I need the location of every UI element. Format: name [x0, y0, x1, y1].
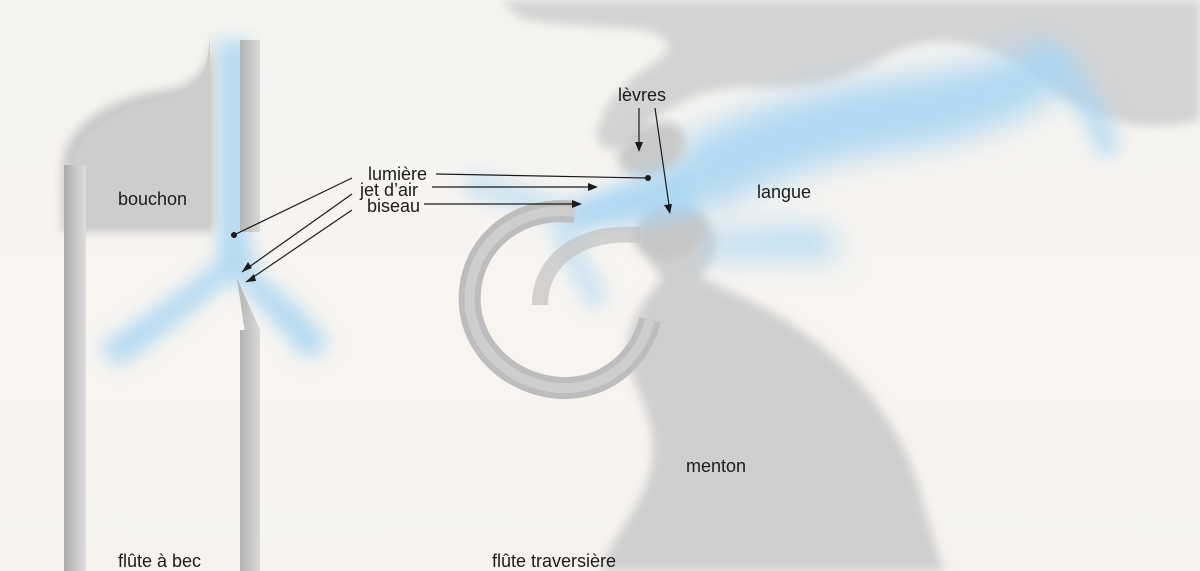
- caption-flute-a-bec: flûte à bec: [118, 552, 201, 570]
- caption-flute-traversiere: flûte traversière: [492, 552, 616, 570]
- recorder-wall-upper-right: [240, 40, 260, 232]
- recorder-lumiere-dot: [231, 232, 237, 238]
- recorder-tube-wall-left: [64, 165, 86, 571]
- label-menton: menton: [686, 457, 746, 475]
- label-bouchon: bouchon: [118, 190, 187, 208]
- label-langue: langue: [757, 183, 811, 201]
- label-levres: lèvres: [618, 86, 666, 104]
- label-biseau: biseau: [367, 197, 420, 215]
